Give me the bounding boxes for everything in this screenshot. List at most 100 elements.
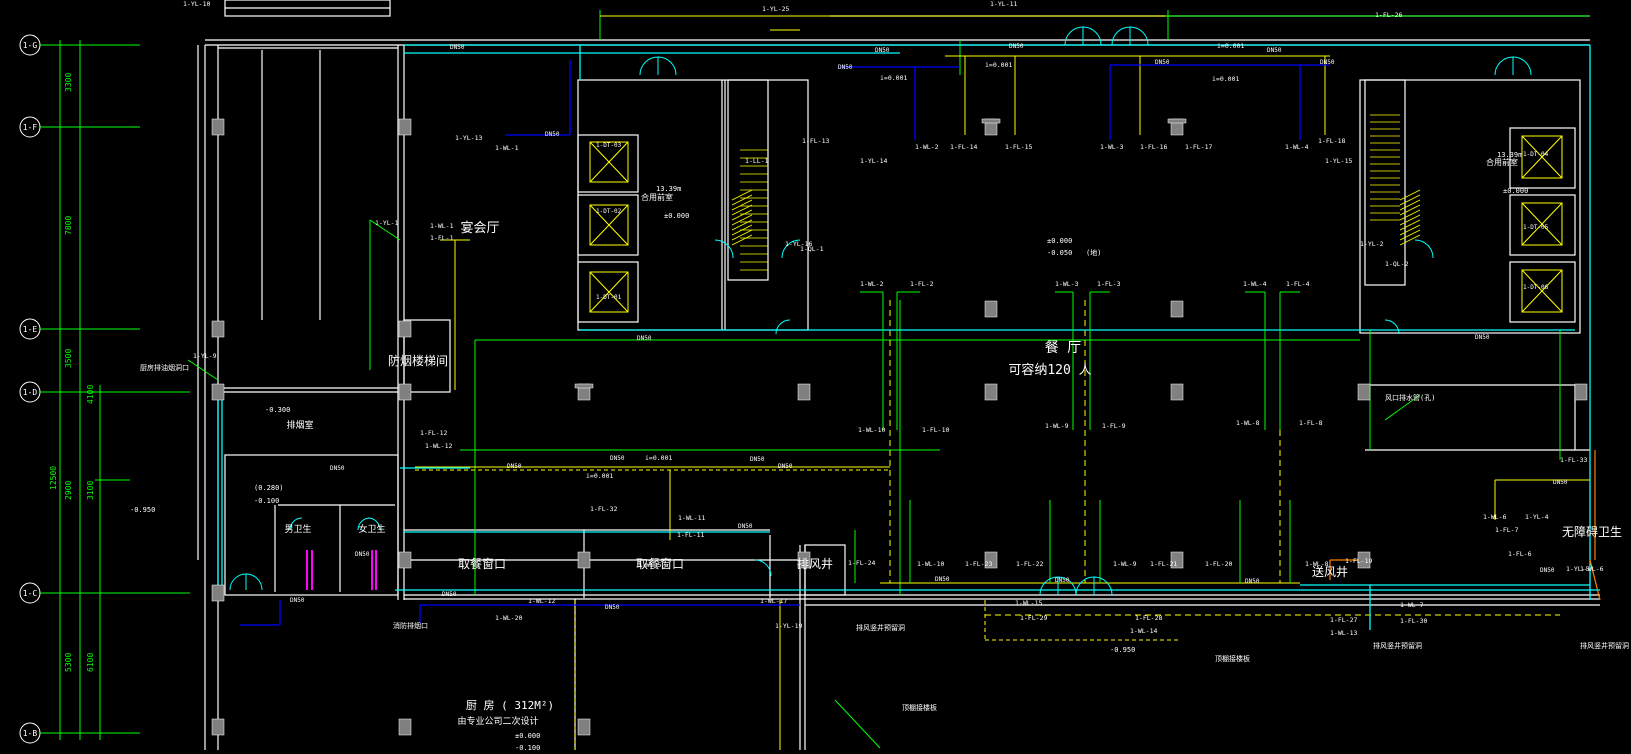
elevator-label: 1-DT-03 — [596, 142, 622, 149]
pipe-tag: 1-FL-7 — [1495, 526, 1519, 534]
annotation-text: 消防排烟口 — [393, 621, 428, 630]
pipe-tag: 1-WL-4 — [1285, 143, 1309, 151]
pipe-tag: 1-YL-19 — [775, 622, 802, 630]
stair-tread — [1399, 214, 1421, 226]
column — [1170, 383, 1184, 401]
pipe-slope: i=0.001 — [586, 472, 613, 480]
elevation-mark: -0.050 — [1047, 249, 1072, 257]
stair-tread — [1399, 199, 1421, 211]
pipe-size: DN50 — [610, 455, 625, 462]
room-label: 排风井 — [797, 557, 833, 571]
pipe-size: DN50 — [1475, 334, 1490, 341]
pipe-tag: 1-FL-15 — [1005, 143, 1032, 151]
pipe-tag: 1-FL-6 — [1508, 550, 1532, 558]
pipe-tag: 1-LL-1 — [745, 157, 769, 165]
pipe-tag: 1-FL-10 — [922, 426, 949, 434]
pipe-size: DN50 — [637, 335, 652, 342]
pipe-tag: 1-WL-12 — [425, 442, 452, 450]
room-label: 餐 厅 — [1045, 340, 1081, 356]
pipe-tag: 1-YL-15 — [1325, 157, 1352, 165]
stair-tread — [1399, 194, 1421, 206]
pipe-size: DN50 — [750, 456, 765, 463]
pipe-tag: 1-WL-9 — [1113, 560, 1137, 568]
pipe-tag: 1-WL-20 — [495, 614, 522, 622]
column — [984, 383, 998, 401]
pipe-slope: i=0.001 — [880, 74, 907, 82]
column — [577, 551, 591, 569]
pipe-size: DN50 — [1320, 59, 1335, 66]
elevation-mark: ±0.000 — [1047, 237, 1072, 245]
pipe-tag: 1-FL-14 — [950, 143, 977, 151]
elevator-shafts — [589, 135, 1563, 313]
pipe-tag: 1-FL-29 — [1020, 614, 1047, 622]
room-label: 可容纳120 人 — [1008, 362, 1091, 378]
pipe-tag: 1-FL-9 — [1102, 422, 1126, 430]
pipe-tag: 1-FL-28 — [1135, 614, 1162, 622]
stair-tread — [1399, 224, 1421, 236]
doors — [229, 26, 1532, 596]
pipe-tag: 1-WL-4 — [1243, 280, 1267, 288]
room-label: 男卫生 — [284, 523, 311, 535]
stair-tread — [1399, 234, 1421, 246]
room-label: 宴会厅 — [460, 220, 499, 236]
drain-pipes — [240, 60, 1330, 626]
axis-label: 1-E — [23, 325, 38, 334]
elevator-labels: 1-DT-031-DT-021-DT-011-DT-041-DT-051-DT-… — [596, 142, 1549, 301]
annotation-text: 排风竖井预留洞 — [856, 623, 905, 632]
pipe-tag: 1-WL-13 — [1330, 629, 1357, 637]
orange-pipes — [1329, 450, 1601, 601]
pipe-tag: 1-FL-2 — [910, 280, 934, 288]
elevation-mark: -0.300 — [265, 406, 290, 414]
elevation-mark: (地) — [1086, 248, 1101, 257]
pipe-size: DN50 — [355, 551, 370, 558]
pipe-tag: 1-FL-26 — [1375, 11, 1402, 19]
pipe-size: DN50 — [738, 523, 753, 530]
annotation-text: 排风竖井预留洞 — [1580, 641, 1629, 650]
column — [211, 383, 225, 401]
pipe-tag: 1-YL-5 — [1566, 565, 1590, 573]
pipe-tag: 1-FL-23 — [965, 560, 992, 568]
dimension-values: 3300 7800 3500 12500 2900 4100 3100 5300… — [49, 73, 95, 672]
room-label: 取餐窗口 — [636, 556, 684, 571]
pipe-tag: 1-FL-32 — [590, 505, 617, 513]
column — [211, 584, 225, 602]
elevation-mark: -0.100 — [515, 744, 540, 752]
pipe-slope: i=0.001 — [985, 61, 1012, 69]
pipe-tag: 1-FL-30 — [1400, 617, 1427, 625]
fixtures — [306, 550, 377, 590]
pipe-tag: 1-YL-25 — [762, 5, 789, 13]
pipe-tag: 1-WL-8 — [1236, 419, 1260, 427]
elevator-label: 1-DT-02 — [596, 208, 622, 215]
pipe-tag: 1-FL-18 — [1318, 137, 1345, 145]
pipe-tag: 1-WL-6 — [1483, 513, 1507, 521]
pipe-tag: 1-WL-2 — [860, 280, 884, 288]
pipe-tag: 1-FL-19 — [1345, 557, 1372, 565]
pipe-size: DN50 — [838, 64, 853, 71]
pipe-tag: 1-YL-16 — [785, 240, 812, 248]
dim-2900: 2900 — [64, 481, 73, 500]
pipe-tag: 1-WL-14 — [1130, 627, 1157, 635]
elevation-mark: -0.950 — [130, 506, 155, 514]
pipe-tag: 1-WL-1 — [430, 222, 454, 230]
room-label: 合用前室 — [1486, 157, 1518, 167]
dimension-lines — [55, 40, 190, 740]
pipe-tag: 1-WL-3 — [1055, 280, 1079, 288]
pipe-tag: 1-YL-9 — [193, 352, 217, 360]
column — [1170, 551, 1184, 569]
column — [398, 118, 412, 136]
pipe-tag: 1-FL-13 — [802, 137, 829, 145]
room-label: 排烟室 — [286, 419, 313, 431]
elevation-mark: -0.100 — [254, 497, 279, 505]
pipe-size: DN50 — [450, 44, 465, 51]
pipe-size: DN50 — [507, 463, 522, 470]
elevation-mark: -0.950 — [1110, 646, 1135, 654]
pipe-tag: 1-QL-1 — [800, 245, 824, 253]
room-label: 取餐窗口 — [458, 556, 506, 571]
column — [211, 118, 225, 136]
stair-tread — [731, 209, 753, 221]
pipe-tag: 1-FL-24 — [848, 559, 875, 567]
dim-3300: 3300 — [64, 73, 73, 92]
pipe-tag: 1-WL-15 — [1015, 599, 1042, 607]
pipe-tag: 1-FL-1 — [430, 234, 454, 242]
